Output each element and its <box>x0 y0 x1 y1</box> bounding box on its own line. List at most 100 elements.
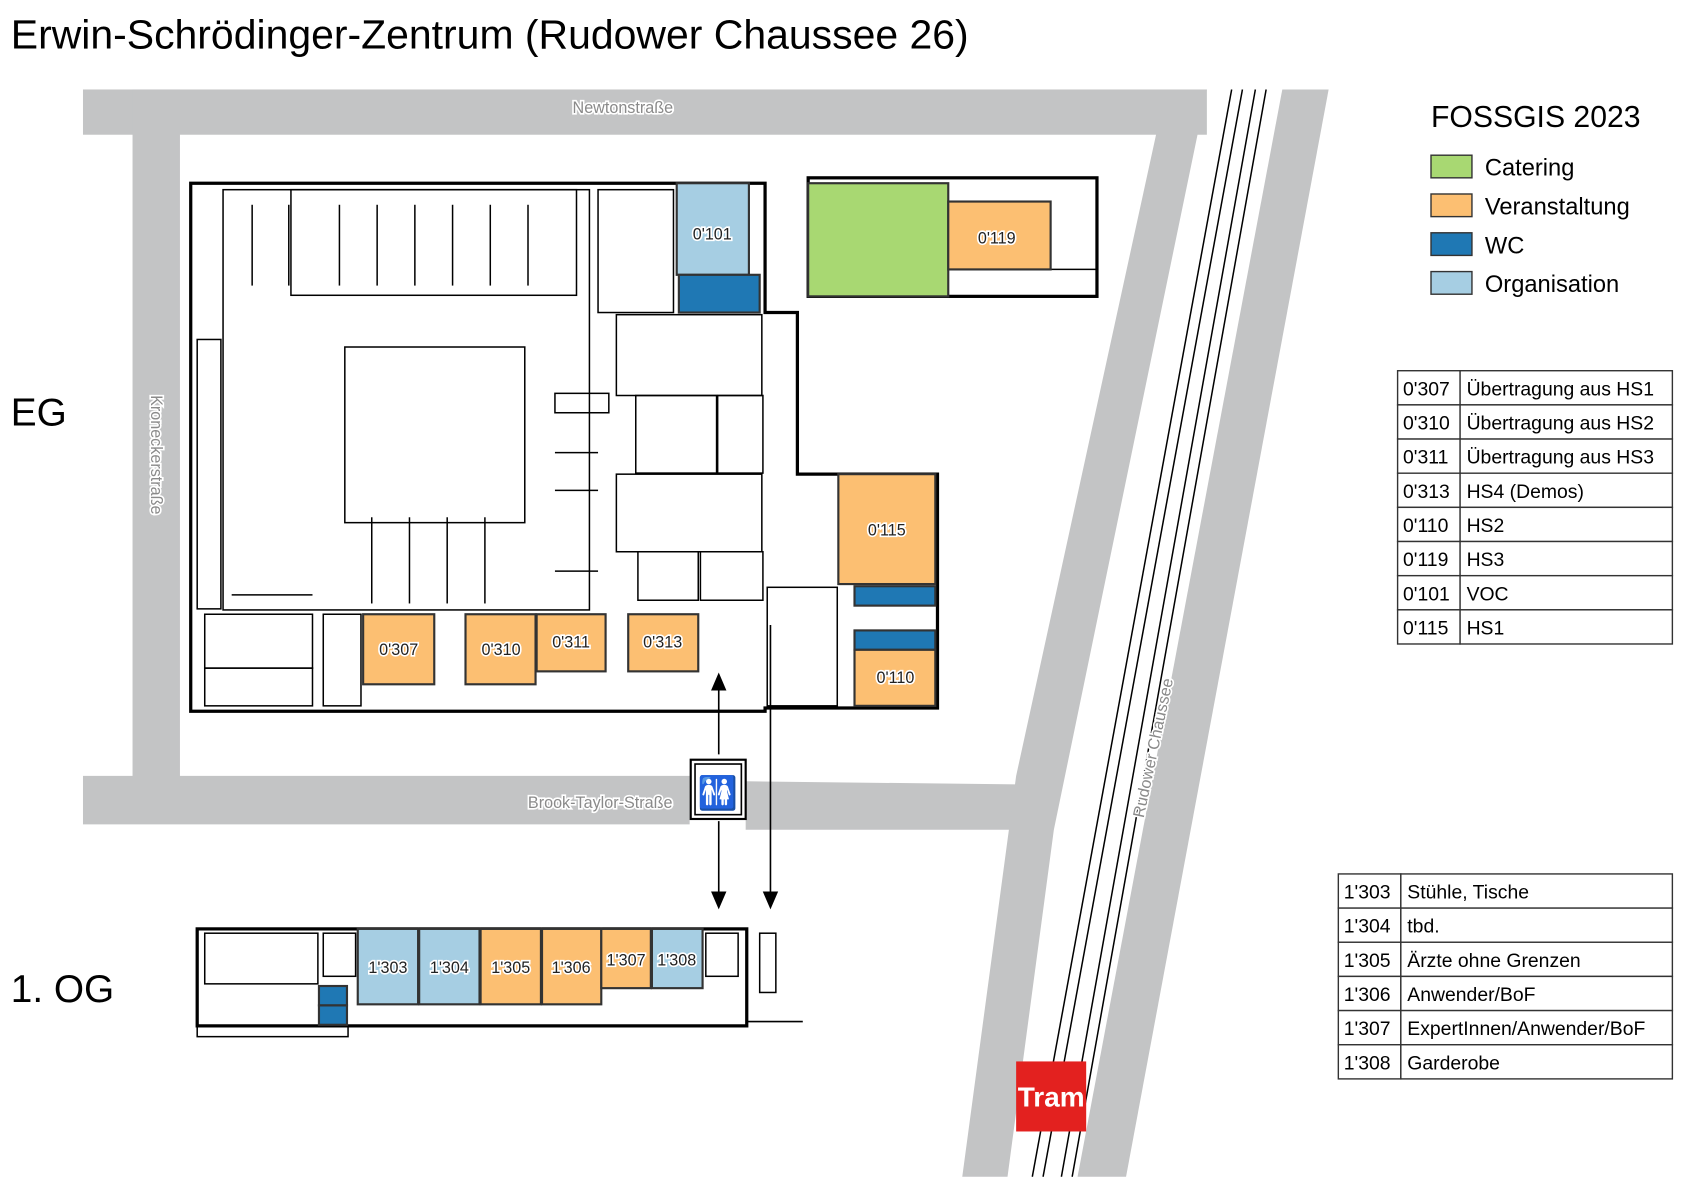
room-label: 0'311 <box>552 634 590 652</box>
legend-item-veranstaltung: Veranstaltung <box>1430 193 1630 220</box>
brook-taylor-road-east <box>745 781 1054 830</box>
table-row: 0'110 HS2 <box>1396 506 1674 543</box>
table-row: 1'304 tbd. <box>1337 907 1674 943</box>
table-cell <box>1459 574 1674 611</box>
room-0310 <box>464 613 537 686</box>
room-use: HS2 <box>1467 515 1505 537</box>
wc-og-1 <box>317 984 349 1007</box>
room-label: 0'101 <box>693 225 732 243</box>
room-use: tbd. <box>1407 916 1439 938</box>
legend-item-catering: Catering <box>1430 154 1575 182</box>
room-1306 <box>540 927 603 1006</box>
room-number: 0'101 <box>1403 583 1450 605</box>
table-cell <box>1459 438 1674 474</box>
room-number: 0'115 <box>1403 617 1448 639</box>
room-use: Übertragung aus HS2 <box>1467 412 1654 434</box>
room-number: 0'311 <box>1403 447 1448 469</box>
room-use: HS1 <box>1467 617 1505 639</box>
table-cell <box>1396 540 1461 577</box>
table-cell <box>1400 907 1674 943</box>
tram-label: Tram <box>1018 1082 1085 1113</box>
room-label: 0'119 <box>978 230 1016 248</box>
table-cell <box>1459 540 1674 577</box>
svg-text:Veranstaltung: Veranstaltung <box>1485 194 1630 220</box>
wc-eg-north <box>677 273 761 314</box>
room-use: VOC <box>1467 583 1509 605</box>
legend-item-wc: WC <box>1430 232 1524 259</box>
room-label: 1'307 <box>607 952 646 970</box>
room-label: 1'304 <box>430 959 469 977</box>
room-label: 0'313 <box>643 634 682 652</box>
table-row: 1'303 Stühle, Tische <box>1337 873 1674 909</box>
room-number: 0'310 <box>1403 412 1450 434</box>
room-number: 0'313 <box>1403 481 1450 503</box>
room-use: Stühle, Tische <box>1407 882 1529 904</box>
room-number: 1'304 <box>1344 916 1391 938</box>
room-number: 1'308 <box>1344 1052 1391 1074</box>
brook-taylor-road-west <box>82 775 690 825</box>
room-0110 <box>853 648 937 707</box>
restroom-sign-icon: 🚻 <box>689 758 747 821</box>
room-label: 1'303 <box>368 959 407 977</box>
room-label: 0'110 <box>877 669 915 687</box>
room-1304 <box>418 927 481 1006</box>
room-label: 1'306 <box>552 959 591 977</box>
room-table-og: 1'303 Stühle, Tische 1'304 tbd. 1'305 Ärzte o… <box>1337 873 1674 1080</box>
floor-label-eg: EG <box>11 392 67 435</box>
street-label-kroneckerstrasse: Kroneckerstraße <box>147 395 165 514</box>
table-cell <box>1459 472 1674 509</box>
table-row: 0'115 HS1 <box>1396 609 1674 645</box>
newtonstrasse-road <box>82 89 1207 135</box>
table-cell <box>1396 506 1461 543</box>
table-cell <box>1337 1044 1402 1080</box>
table-cell <box>1400 975 1674 1012</box>
catering-area <box>807 182 950 298</box>
room-label: 0'115 <box>868 522 906 540</box>
room-number: 1'306 <box>1344 984 1391 1006</box>
room-0313 <box>627 613 700 673</box>
roads <box>82 89 1329 1177</box>
room-0311 <box>535 613 607 673</box>
table-cell <box>1396 609 1461 645</box>
room-number: 0'110 <box>1403 515 1449 537</box>
table-cell <box>1459 609 1674 645</box>
table-cell <box>1337 941 1402 978</box>
table-row: 0'310 Übertragung aus HS2 <box>1396 404 1674 440</box>
table-cell <box>1396 370 1461 406</box>
table-cell <box>1396 574 1461 611</box>
room-1307 <box>600 927 652 990</box>
table-cell <box>1400 873 1674 909</box>
rudower-chaussee-east-lane <box>1077 89 1329 1177</box>
svg-text:Catering: Catering <box>1485 156 1575 182</box>
table-row: 0'307 Übertragung aus HS1 <box>1396 370 1674 406</box>
room-number: 1'305 <box>1344 950 1391 972</box>
room-use: Ärzte ohne Grenzen <box>1407 950 1580 972</box>
table-row: 0'101 VOC <box>1396 574 1674 611</box>
svg-text:WC: WC <box>1485 233 1524 259</box>
ground-floor-plan: 0'101 0'119 0'115 0'110 0'307 0'310 0'31… <box>189 176 1099 713</box>
room-0115 <box>837 473 937 586</box>
room-0119 <box>947 200 1052 271</box>
room-label: 1'305 <box>491 959 530 977</box>
room-label: 1'308 <box>657 952 696 970</box>
legend-item-organisation: Organisation <box>1430 270 1619 298</box>
room-number: 0'119 <box>1403 549 1448 571</box>
room-number: 0'307 <box>1403 378 1450 400</box>
room-number: 1'303 <box>1344 882 1391 904</box>
tram-tracks <box>1031 89 1267 1177</box>
street-label-brook-taylor-strasse: Brook-Taylor-Straße <box>528 794 673 812</box>
table-cell <box>1337 873 1402 909</box>
room-1305 <box>479 927 543 1006</box>
first-floor-plan: 1'303 1'304 1'305 1'306 1'307 1'308 <box>195 927 803 1038</box>
wc-eg-east-2 <box>853 629 937 651</box>
room-label: 0'310 <box>482 641 521 659</box>
svg-text:🚻: 🚻 <box>698 774 738 812</box>
room-use: Übertragung aus HS1 <box>1467 378 1654 400</box>
room-1303 <box>356 927 420 1006</box>
room-table-eg: 0'307 Übertragung aus HS1 0'310 Übertragung… <box>1396 370 1674 645</box>
